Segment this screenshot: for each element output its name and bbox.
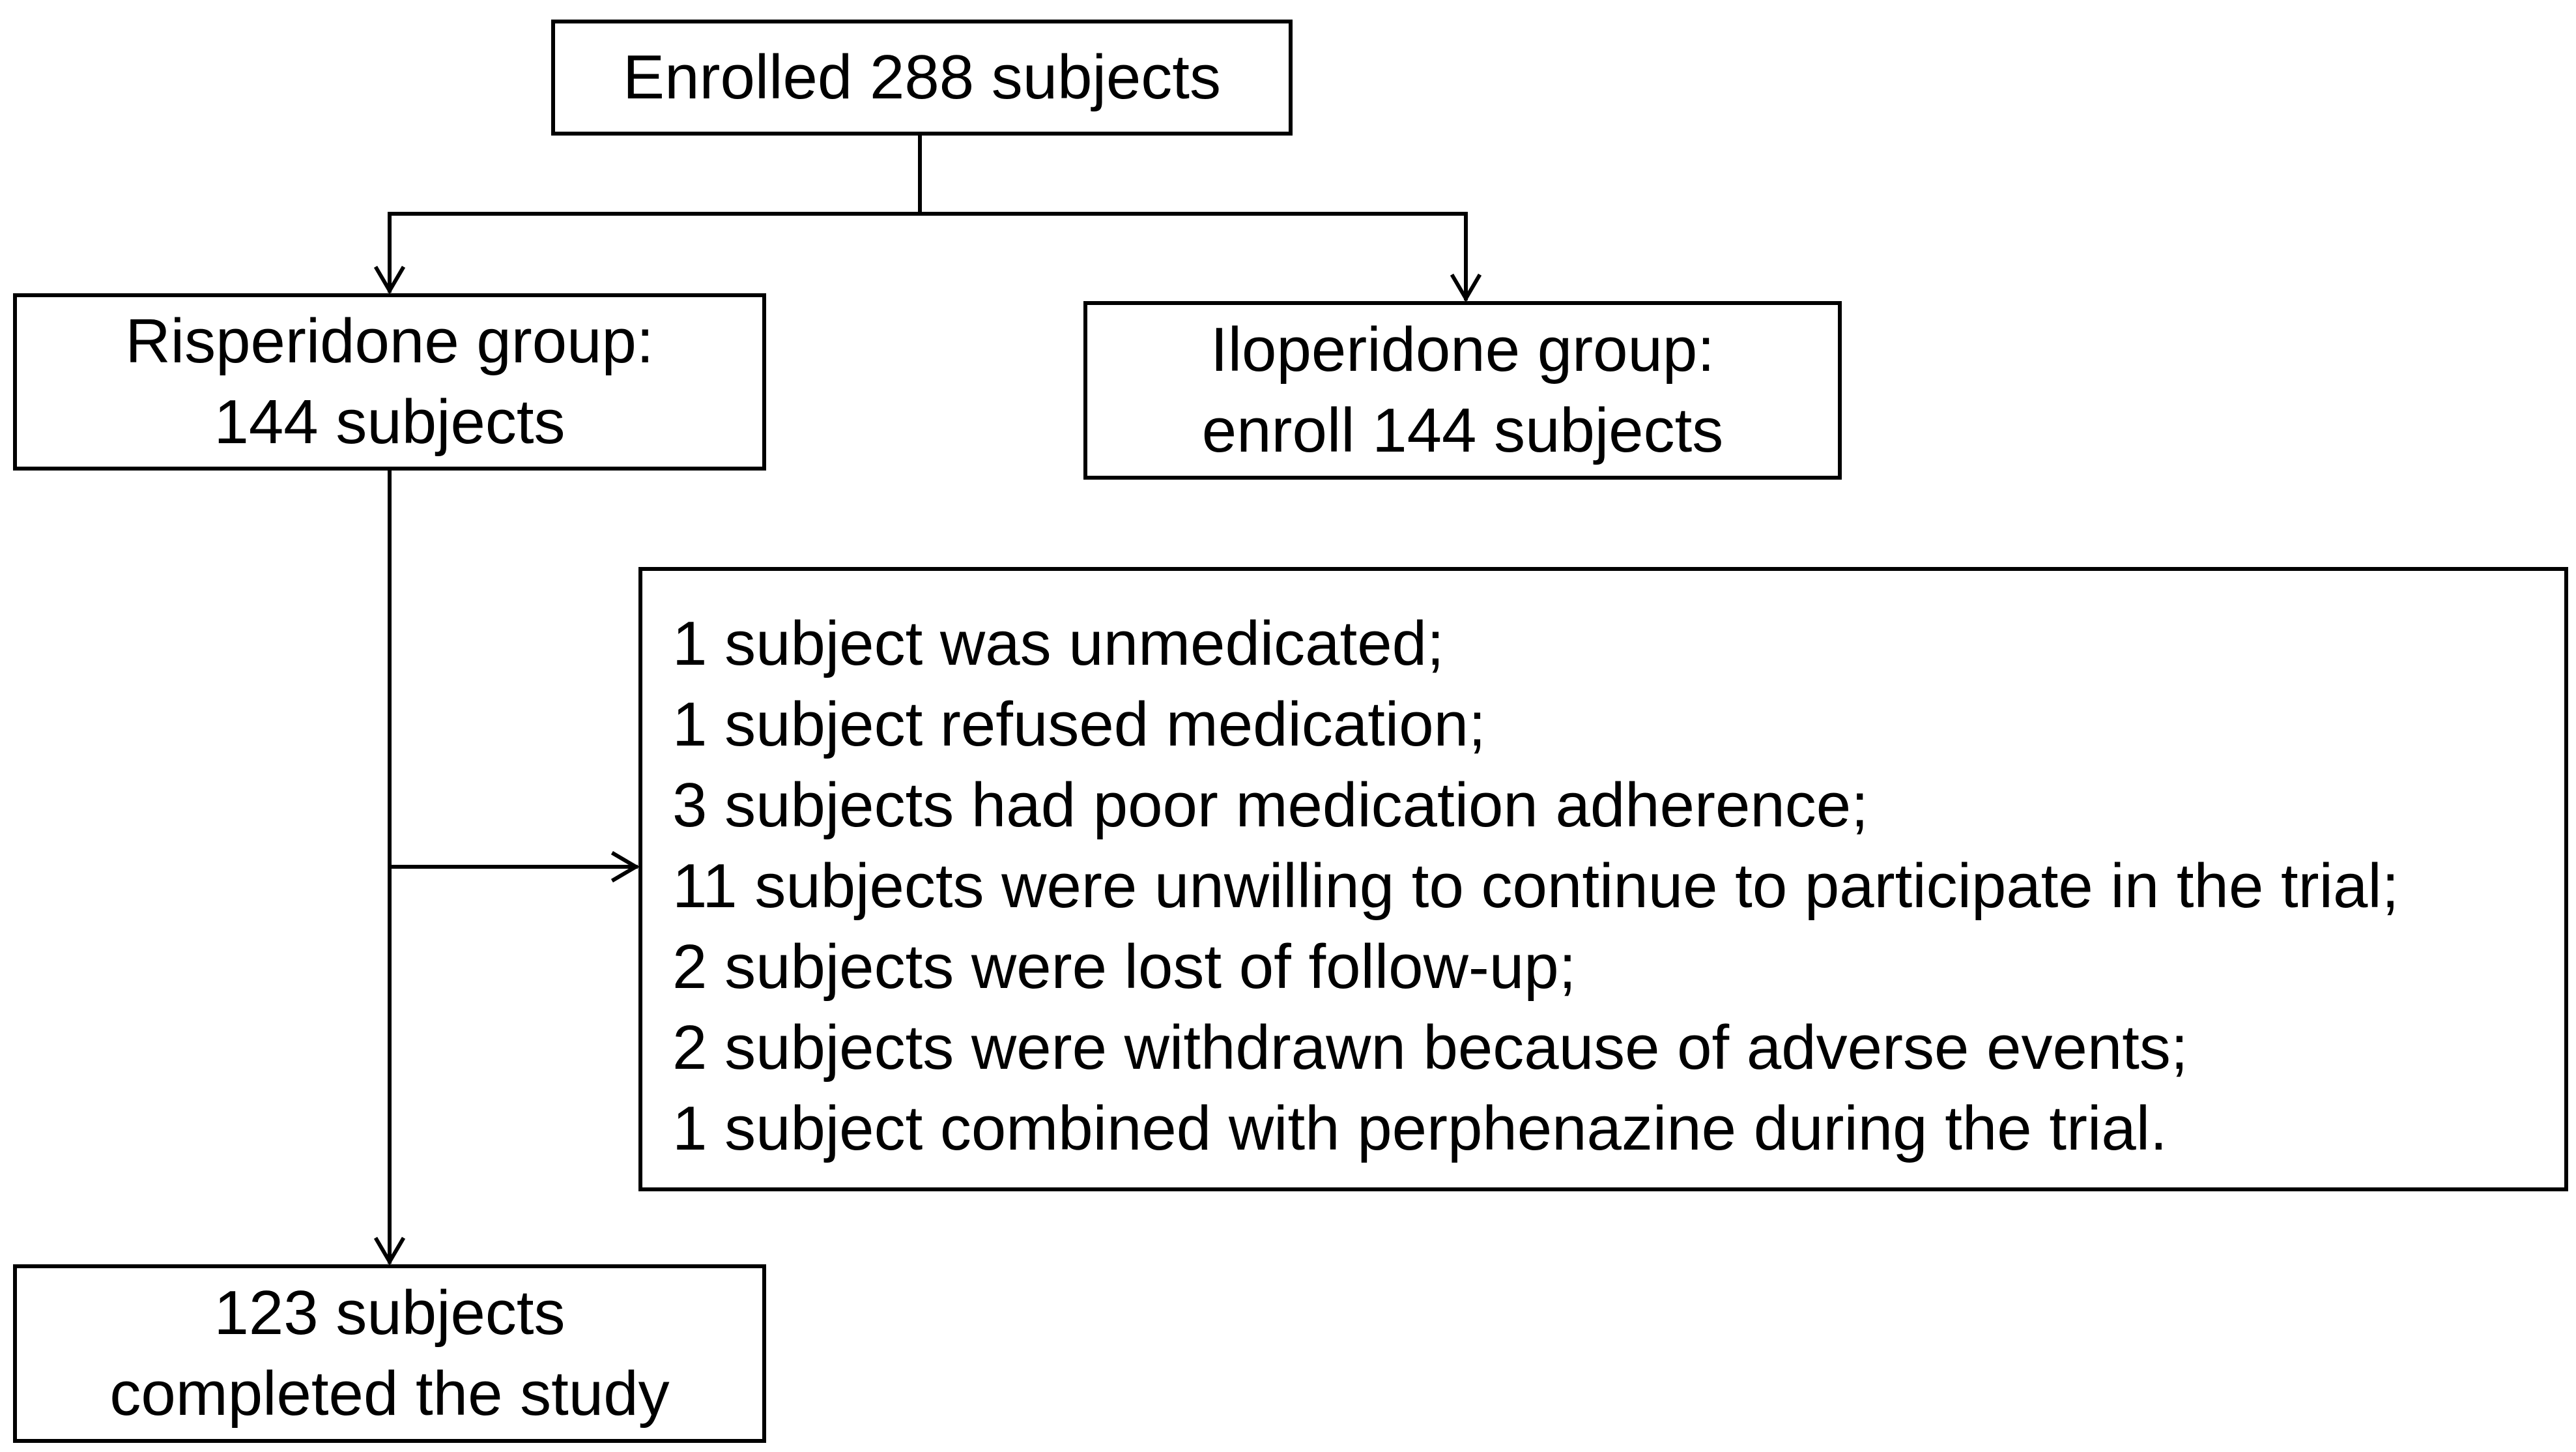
risperidone-label: Risperidone group: bbox=[125, 306, 654, 376]
exclusion-item: 2 subjects were lost of follow-up; bbox=[672, 932, 1577, 1002]
completed-count: 123 subjects bbox=[214, 1278, 565, 1348]
iloperidone-group-box: Iloperidone group: enroll 144 subjects bbox=[1083, 301, 1842, 480]
arrowhead-completed bbox=[373, 1236, 406, 1266]
exclusion-item: 1 subject refused medication; bbox=[672, 690, 1486, 759]
exclusion-item: 11 subjects were unwilling to continue t… bbox=[672, 851, 2399, 921]
exclusion-item: 1 subject was unmedicated; bbox=[672, 609, 1444, 678]
iloperidone-label: Iloperidone group: bbox=[1210, 315, 1715, 385]
arrowhead-risperidone bbox=[373, 265, 406, 295]
iloperidone-count: enroll 144 subjects bbox=[1201, 396, 1724, 465]
completed-label: completed the study bbox=[109, 1359, 670, 1429]
exclusions-box: 1 subject was unmedicated; 1 subject ref… bbox=[638, 567, 2568, 1191]
exclusion-item: 3 subjects had poor medication adherence… bbox=[672, 770, 1868, 840]
risperidone-group-box: Risperidone group: 144 subjects bbox=[13, 293, 766, 471]
arrowhead-exclusions bbox=[610, 850, 640, 883]
completed-box: 123 subjects completed the study bbox=[13, 1264, 766, 1443]
enrolled-box: Enrolled 288 subjects bbox=[551, 20, 1293, 136]
risperidone-count: 144 subjects bbox=[214, 387, 565, 457]
arrowhead-iloperidone bbox=[1450, 273, 1482, 302]
exclusion-item: 2 subjects were withdrawn because of adv… bbox=[672, 1013, 2188, 1082]
enrolled-text: Enrolled 288 subjects bbox=[623, 42, 1221, 112]
exclusion-item: 1 subject combined with perphenazine dur… bbox=[672, 1094, 2168, 1163]
